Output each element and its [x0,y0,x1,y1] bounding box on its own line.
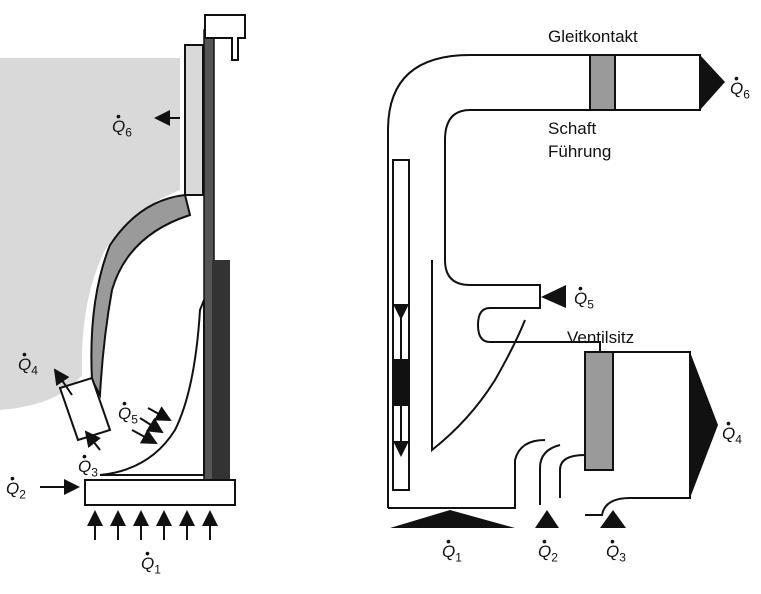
gleitkontakt-block [589,54,616,111]
valve-face [84,479,236,506]
q1-terminal [390,510,515,528]
valve-seat-ring [58,376,112,442]
q5-arrows [131,406,172,444]
q1-label-right: •Q1 [442,533,462,565]
q2-label-right: •Q2 [538,533,558,565]
cylinder-head [0,58,180,410]
stem-channel-outer [387,54,701,516]
q4-label-left: •Q4 [18,346,38,378]
q4-terminal [690,352,718,498]
q3-label-left: •Q3 [78,448,98,480]
valve-guide [184,44,204,196]
valve-cross-section [0,14,246,540]
gleitkontakt-label: Gleitkontakt [548,27,638,46]
ventilsitz-label: Ventilsitz [567,328,635,347]
q1-label-left: •Q1 [141,545,161,577]
fuehrung-label: Führung [548,142,612,161]
q6-label-left: •Q6 [112,108,132,140]
funnel [431,260,526,453]
q3-terminal [600,510,626,528]
schaft-label: Schaft [548,119,597,138]
ventilsitz-block [584,351,614,471]
q4-arrow [53,368,73,396]
stem-channel-return [539,444,586,505]
stem-sleeve [212,260,230,490]
base-line [388,439,546,509]
q5-label-right: •Q5 [574,280,594,312]
q5-label-left: •Q5 [118,395,138,427]
thermal-network [387,54,701,516]
valve-top [204,14,246,61]
q3-arrow [84,430,101,451]
q5-terminal [541,285,566,308]
q3-label-right: •Q3 [606,533,626,565]
q6-label-right: •Q6 [730,70,750,102]
q1-arrows [87,510,218,540]
q6-terminal [700,55,725,110]
q4-label-right: •Q4 [722,415,742,447]
q2-label-left: •Q2 [6,470,26,502]
q2-terminal [535,510,559,528]
port-wall [90,193,192,399]
valve-tulip [99,299,205,476]
